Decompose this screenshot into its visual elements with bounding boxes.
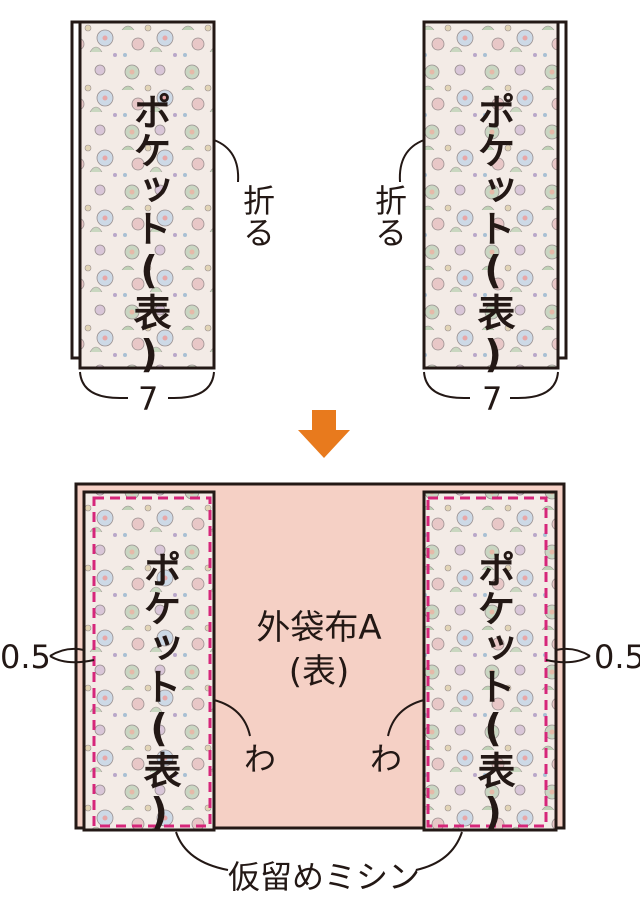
fold-wa-right-label: わ [370,740,403,778]
top-right-width-brace [423,371,559,399]
down-arrow-icon [298,410,350,458]
margin-right-label: 0.5 [594,638,640,676]
fold-wa-left-label: わ [244,740,277,778]
fold-wa-right-leader [387,699,425,737]
top-right-fold-leader [398,139,425,183]
margin-left-label: 0.5 [0,638,51,676]
top-right-pocket [422,20,568,370]
bottom-left-pocket [82,490,216,832]
outer-cloth-label: 外袋布A (表) [214,606,424,694]
margin-left-leader [49,647,95,664]
top-left-fold-label: 折る [238,184,276,248]
margin-right-leader [545,647,591,664]
top-left-fold-leader [213,139,240,183]
outer-cloth-label-line1: 外袋布A [256,608,382,648]
outer-cloth-label-line2: (表) [288,652,350,692]
stitch-leader [175,831,463,871]
stitch-label: 仮留めミシン [228,858,421,896]
top-right-fold-label: 折る [370,184,408,248]
bottom-left-pocket-label: ポケット(表) [137,550,181,835]
top-left-width-brace [79,371,215,399]
bottom-right-pocket [422,490,558,832]
top-left-pocket-label: ポケット(表) [127,92,171,377]
fold-wa-left-leader [213,699,251,737]
bottom-right-pocket-label: ポケット(表) [471,550,515,835]
top-right-width-label: 7 [482,380,503,418]
top-right-pocket-label: ポケット(表) [471,92,515,377]
top-left-pocket [70,20,216,370]
top-left-width-label: 7 [138,380,159,418]
